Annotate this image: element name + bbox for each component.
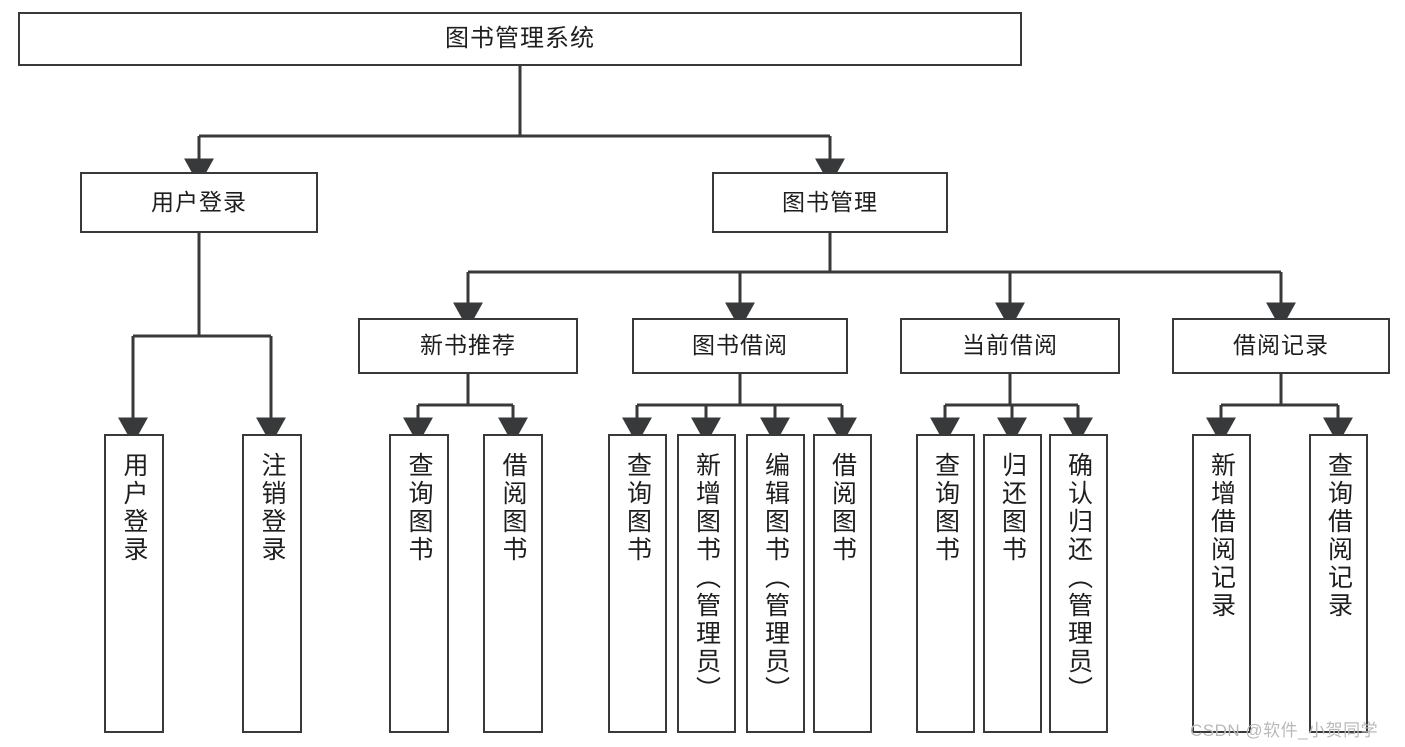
node-user-login[interactable]: 用户登录 bbox=[80, 172, 318, 233]
leaf-edit-book-admin-label: 编辑图书（管理员） bbox=[761, 452, 790, 704]
node-current-borrow[interactable]: 当前借阅 bbox=[900, 318, 1120, 374]
csdn-watermark: CSDN @软件_小贺同学 bbox=[1190, 721, 1379, 740]
node-current-borrow-label: 当前借阅 bbox=[962, 332, 1058, 359]
leaf-add-book-admin[interactable]: 新增图书（管理员） bbox=[677, 434, 736, 733]
leaf-borrow-query-book[interactable]: 查询图书 bbox=[608, 434, 667, 733]
leaf-confirm-return-admin-label: 确认归还（管理员） bbox=[1064, 452, 1093, 704]
leaf-borrow-book-label: 借阅图书 bbox=[828, 452, 857, 564]
node-book-borrow[interactable]: 图书借阅 bbox=[632, 318, 848, 374]
leaf-new-book-query[interactable]: 查询图书 bbox=[389, 434, 449, 733]
node-user-login-label: 用户登录 bbox=[151, 188, 247, 215]
leaf-new-book-query-label: 查询图书 bbox=[405, 452, 433, 564]
leaf-new-book-borrow[interactable]: 借阅图书 bbox=[483, 434, 543, 733]
leaf-query-borrow-record[interactable]: 查询借阅记录 bbox=[1309, 434, 1368, 733]
leaf-current-query-book[interactable]: 查询图书 bbox=[916, 434, 975, 733]
node-new-book-recommend-label: 新书推荐 bbox=[420, 332, 516, 359]
node-book-management-label: 图书管理 bbox=[782, 188, 878, 215]
leaf-return-book-label: 归还图书 bbox=[998, 452, 1027, 564]
leaf-query-borrow-record-label: 查询借阅记录 bbox=[1324, 452, 1353, 620]
node-root[interactable]: 图书管理系统 bbox=[18, 12, 1022, 66]
node-book-management[interactable]: 图书管理 bbox=[712, 172, 948, 233]
leaf-current-query-book-label: 查询图书 bbox=[931, 452, 960, 564]
leaf-borrow-book[interactable]: 借阅图书 bbox=[813, 434, 872, 733]
node-root-label: 图书管理系统 bbox=[445, 24, 595, 52]
leaf-add-book-admin-label: 新增图书（管理员） bbox=[692, 452, 721, 704]
leaf-new-book-borrow-label: 借阅图书 bbox=[499, 452, 527, 564]
leaf-add-borrow-record[interactable]: 新增借阅记录 bbox=[1192, 434, 1251, 733]
leaf-add-borrow-record-label: 新增借阅记录 bbox=[1207, 452, 1236, 620]
leaf-return-book[interactable]: 归还图书 bbox=[983, 434, 1042, 733]
leaf-confirm-return-admin[interactable]: 确认归还（管理员） bbox=[1049, 434, 1108, 733]
leaf-user-login-label: 用户登录 bbox=[120, 452, 148, 564]
node-new-book-recommend[interactable]: 新书推荐 bbox=[358, 318, 578, 374]
leaf-logout[interactable]: 注销登录 bbox=[242, 434, 302, 733]
leaf-user-login[interactable]: 用户登录 bbox=[104, 434, 164, 733]
leaf-borrow-query-book-label: 查询图书 bbox=[623, 452, 652, 564]
node-borrow-record-label: 借阅记录 bbox=[1233, 332, 1329, 359]
node-borrow-record[interactable]: 借阅记录 bbox=[1172, 318, 1390, 374]
node-book-borrow-label: 图书借阅 bbox=[692, 332, 788, 359]
leaf-logout-label: 注销登录 bbox=[258, 452, 286, 564]
leaf-edit-book-admin[interactable]: 编辑图书（管理员） bbox=[746, 434, 805, 733]
